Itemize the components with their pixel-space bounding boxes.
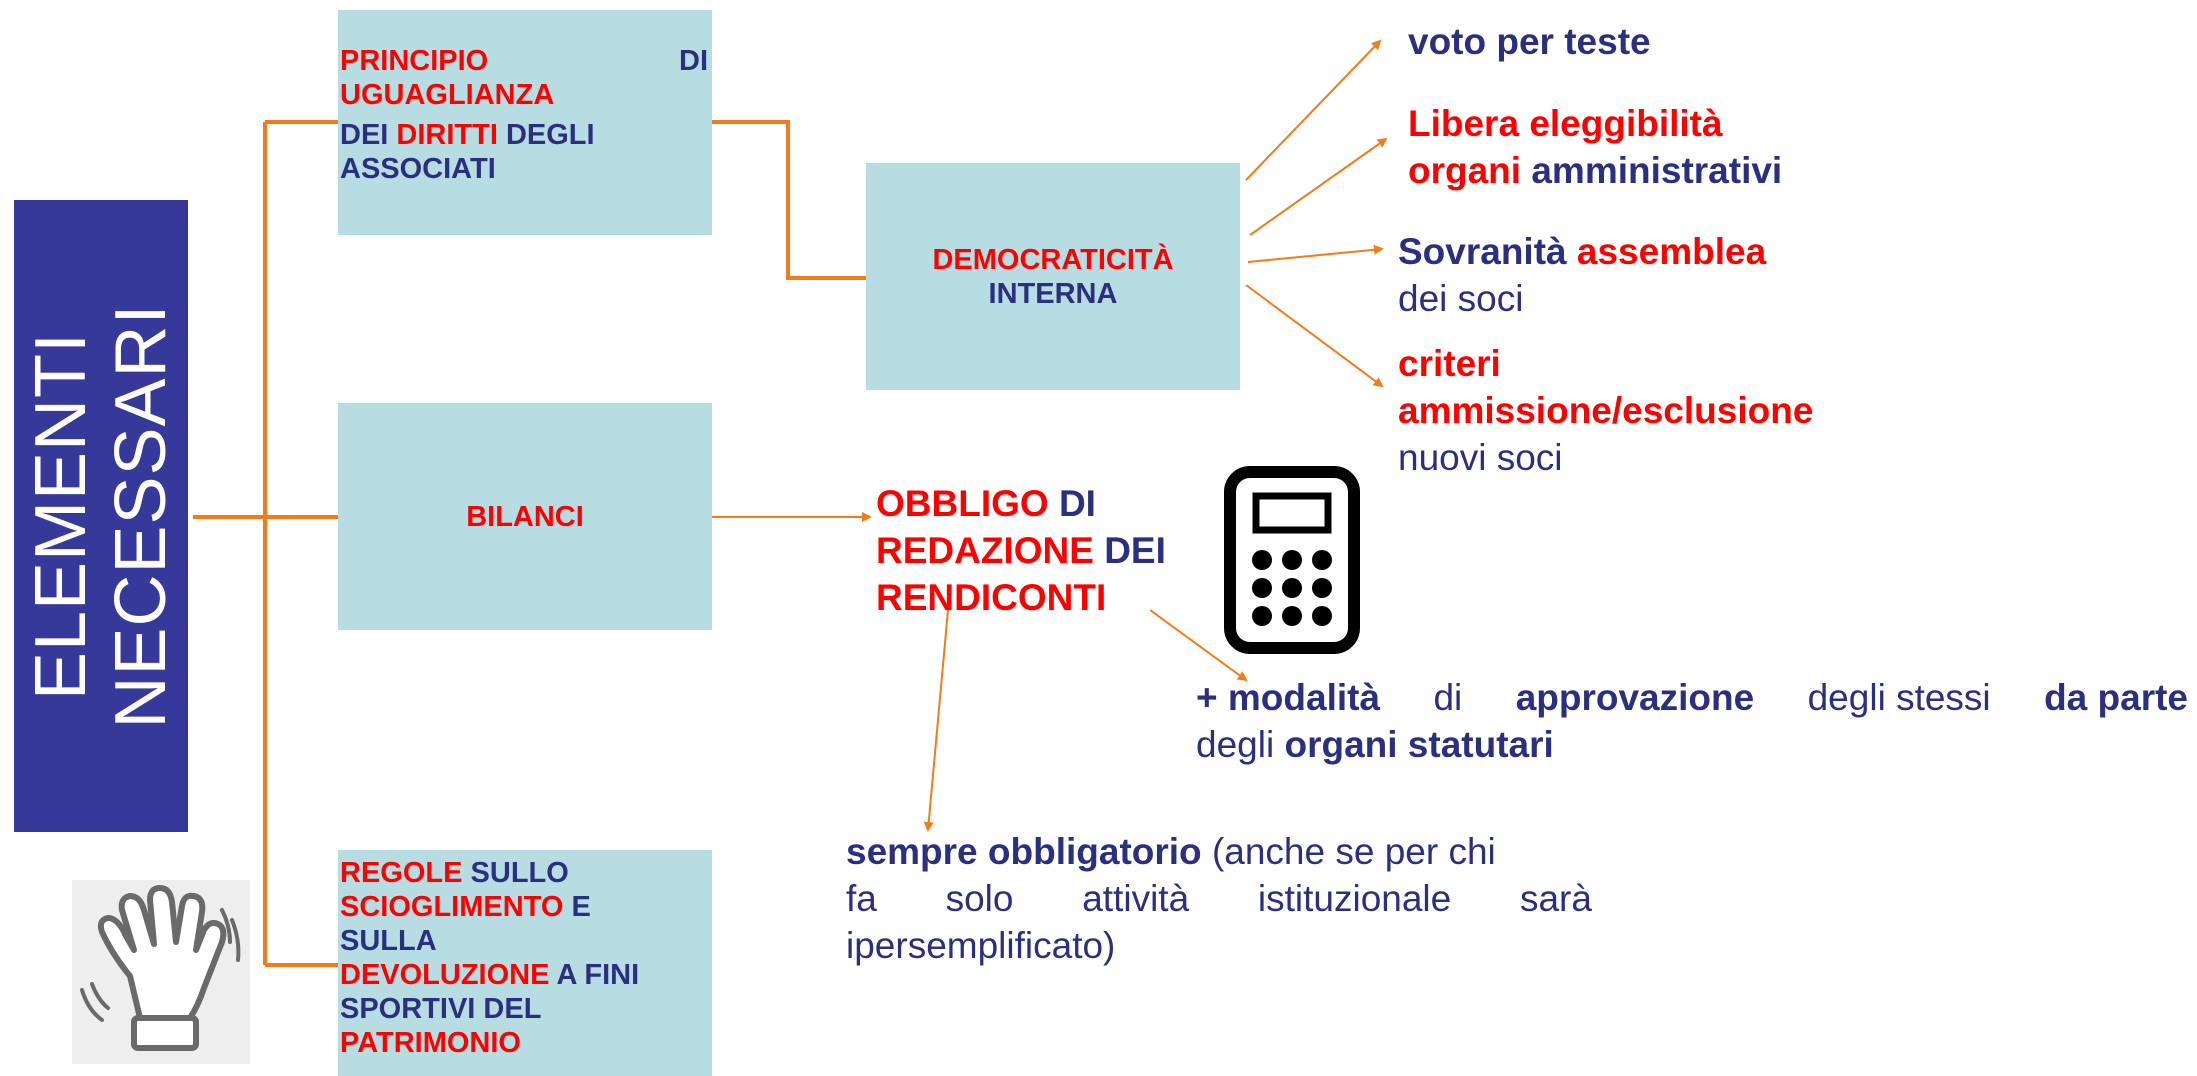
attivita-word: attività [1082,878,1190,919]
sulla-word: SULLA [340,925,437,957]
degli-word: DEGLI [505,119,595,151]
dei-soci-text: dei soci [1398,278,1524,319]
modalita-word: modalità [1227,677,1381,718]
organi-word: organi [1408,150,1522,191]
item-voto-per-teste: voto per teste [1408,21,1651,62]
degli-stessi-word: degli stessi [1807,677,1991,718]
modalita-di-word: di [1433,677,1463,718]
connector-principio-democraticita [712,120,866,280]
sidebar-title-line1: ELEMENTI [21,331,101,701]
dei-word: DEI [340,119,389,151]
box-bilanci: BILANCI [338,403,712,630]
arrow-to-sovranita [1247,244,1384,263]
solo-word: solo [945,878,1014,919]
associati-word: ASSOCIATI [340,153,496,185]
democraticita-word: DEMOCRATICITÀ [932,243,1174,276]
arrow-to-voto [1245,39,1382,181]
sidebar-title-block: ELEMENTI NECESSARI [14,200,188,832]
bilanci-label: BILANCI [466,500,584,533]
sportivi-del-word: SPORTIVI DEL [340,993,542,1025]
amministrativi-word: amministrativi [1531,150,1783,191]
fa-word: fa [846,878,877,919]
calculator-icon [1224,466,1360,654]
da-parte-word: da parte [2044,677,2188,718]
principio-word: PRINCIPIO [340,45,489,77]
ammissione-esclusione-word: ammissione/esclusione [1398,390,1814,431]
box-principio-uguaglianza: PRINCIPIO DI UGUAGLIANZA DEI DIRITTI DEG… [338,10,712,235]
waving-hand-icon [72,880,250,1064]
devoluzione-word: DEVOLUZIONE [340,959,550,991]
istituzionale-word: istituzionale [1257,878,1452,919]
item-libera-eleggibilita: Libera eleggibilità organi amministrativ… [1408,100,1782,194]
sullo-word: SULLO [470,857,569,889]
arrow-to-criteri [1245,284,1384,388]
a-fini-word: A FINI [556,959,640,991]
sovranita-word: Sovranità [1398,231,1567,272]
obbligo-word: OBBLIGO [876,483,1049,524]
sara-word: sarà [1519,878,1592,919]
e-word: E [571,891,591,923]
box-regole-scioglimento: REGOLE SULLO SCIOGLIMENTO E SULLA DEVOLU… [338,850,712,1076]
obbligo-dei-word: DEI [1104,530,1166,571]
di-word: DI [679,45,708,77]
organi-statutari-word: organi statutari [1284,724,1554,765]
ipersemplificato-word: ipersemplificato) [846,925,1116,966]
sidebar-title: ELEMENTI NECESSARI [21,303,181,728]
obbligo-di-word: DI [1058,483,1096,524]
arrow-to-modalita [1149,609,1248,682]
sempre-rest-line1: (anche se per chi [1211,831,1496,872]
nuovi-soci-text: nuovi soci [1398,437,1563,478]
rendiconti-word: RENDICONTI [876,577,1107,618]
sempre-obbligatorio-word: sempre obbligatorio [846,831,1202,872]
interna-word: INTERNA [988,277,1118,310]
scioglimento-word: SCIOGLIMENTO [340,891,564,923]
uguaglianza-word: UGUAGLIANZA [340,79,555,111]
modalita-approvazione-text: + modalità di approvazione degli stessi … [1196,674,2188,768]
sidebar-title-line2: NECESSARI [101,303,181,729]
arrow-to-libera [1249,137,1388,236]
libera-line1: Libera eleggibilità [1408,103,1723,144]
diritti-word: DIRITTI [396,119,498,151]
assemblea-word: assemblea [1576,231,1767,272]
arrow-to-sempre [923,609,949,832]
modalita-degli-word: degli [1196,724,1275,765]
redazione-word: REDAZIONE [876,530,1094,571]
obbligo-redazione-rendiconti: OBBLIGO DI REDAZIONE DEI RENDICONTI [876,480,1166,621]
plus-sign: + [1196,677,1218,718]
patrimonio-word: PATRIMONIO [340,1027,521,1059]
sempre-obbligatorio-text: sempre obbligatorio (anche se per chi fa… [846,828,1592,969]
box-democraticita-interna: DEMOCRATICITÀ INTERNA [866,163,1240,390]
regole-word: REGOLE [340,857,463,889]
approvazione-word: approvazione [1515,677,1755,718]
criteri-word: criteri [1398,343,1501,384]
item-criteri-ammissione: criteri ammissione/esclusione nuovi soci [1398,340,1813,481]
item-sovranita-assemblea: Sovranità assemblea dei soci [1398,228,1766,322]
